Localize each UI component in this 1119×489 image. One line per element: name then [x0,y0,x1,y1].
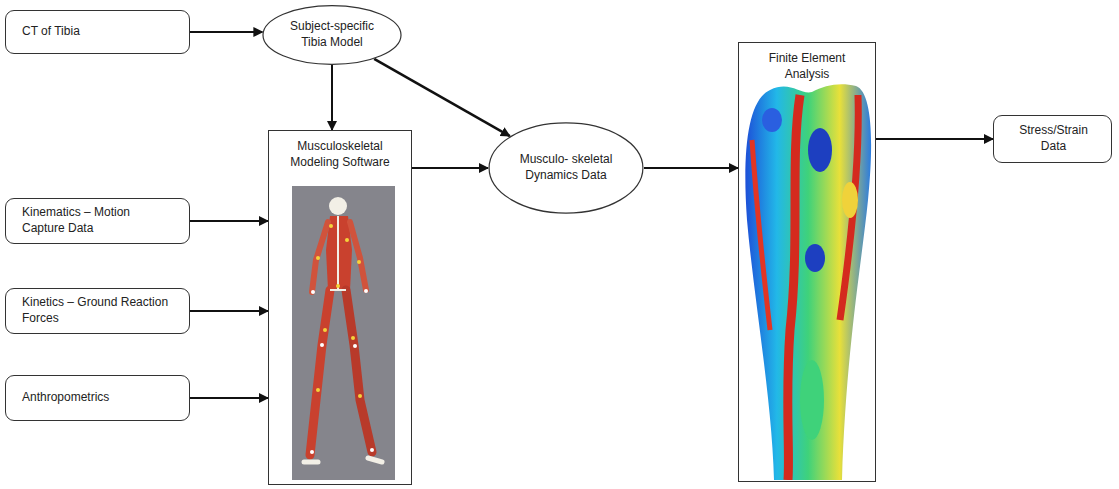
node-label: CT of Tibia [22,24,175,40]
flow-arrow [876,138,993,140]
flow-arrow [190,31,262,33]
flow-arrow [190,220,268,222]
model-ellipse: Subject-specific Tibia Model [262,5,402,65]
fea-tibia [745,84,871,480]
flow-arrow [190,310,268,312]
node-label: Subject-specific Tibia Model [284,19,380,50]
node-label: Kinetics – Ground Reaction Forces [22,295,175,326]
input-box: CT of Tibia [5,10,190,54]
input-box: Kinematics – Motion Capture Data [5,198,190,244]
node-label: Musculoskeletal Modeling Software [279,139,401,170]
output-box: Stress/Strain Data [993,115,1112,163]
flow-arrow [412,167,488,169]
input-box: Kinetics – Ground Reaction Forces [5,288,190,334]
data-ellipse: Musculo- skeletal Dynamics Data [488,122,644,214]
flow-arrow [331,65,333,130]
node-label: Finite Element Analysis [749,51,865,82]
node-label: Musculo- skeletal Dynamics Data [513,152,619,183]
node-label: Stress/Strain Data [1010,123,1097,154]
flow-arrow [374,59,510,136]
node-label: Kinematics – Motion Capture Data [22,205,175,236]
input-box: Anthropometrics [5,375,190,421]
software-box: Musculoskeletal Modeling Software [268,130,412,485]
flow-arrow [190,397,268,399]
analysis-box: Finite Element Analysis [738,42,876,482]
node-label: Anthropometrics [22,390,175,406]
musculoskeletal-figure [292,186,395,480]
flow-arrow [644,167,738,169]
